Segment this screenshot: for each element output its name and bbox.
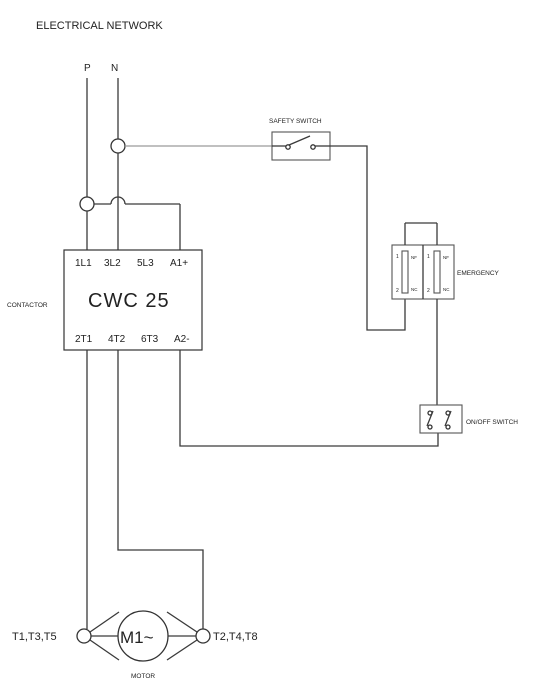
motor-left-terminals: T1,T3,T5 xyxy=(12,631,57,643)
emergency-right-contact xyxy=(433,250,441,294)
safety-contact-left xyxy=(285,144,291,150)
phase-label: P xyxy=(84,63,91,74)
contactor-box xyxy=(63,249,203,351)
terminal-4t2: 4T2 xyxy=(108,334,126,345)
motor-terminal-right xyxy=(195,628,211,644)
terminal-a1: A1+ xyxy=(170,258,188,269)
emergency-left-tag-bottom: NC xyxy=(411,287,418,292)
motor-label: MOTOR xyxy=(131,673,155,680)
contactor-label: CONTACTOR xyxy=(7,302,48,309)
onoff-contact-4 xyxy=(445,424,451,430)
safety-switch-blade xyxy=(288,135,311,146)
a2-to-onoff-wire xyxy=(179,350,439,447)
emergency-left-num-bottom: 2 xyxy=(396,288,399,294)
onoff-blade-right xyxy=(444,410,452,427)
motor-winding-ur xyxy=(166,611,198,633)
motor-right-terminals: T2,T4,T8 xyxy=(213,631,258,643)
terminal-5l3: 5L3 xyxy=(137,258,154,269)
emergency-left-tag-top: NF xyxy=(411,255,417,260)
emergency-right-tag-top: NF xyxy=(443,255,449,260)
diagram-title: ELECTRICAL NETWORK xyxy=(36,20,163,32)
emergency-label: EMERGENCY xyxy=(457,270,500,277)
terminal-a2: A2- xyxy=(174,334,190,345)
onoff-contact-2 xyxy=(427,424,433,430)
emergency-right-tag-bottom: NC xyxy=(443,287,450,292)
motor-terminal-left xyxy=(76,628,92,644)
emergency-left-contact xyxy=(401,250,409,294)
onoff-switch-box xyxy=(419,404,463,434)
onoff-switch-label: ON/OFF SWITCH xyxy=(466,419,518,426)
neutral-junction-terminal xyxy=(110,138,126,154)
safety-switch-label: SAFETY SWITCH xyxy=(269,118,322,125)
4t2-to-motor-wire xyxy=(117,350,204,629)
neutral-label: N xyxy=(111,63,118,74)
terminal-6t3: 6T3 xyxy=(141,334,159,345)
motor-winding-ll xyxy=(89,639,120,661)
safety-to-emergency-wire xyxy=(330,145,406,331)
motor-symbol: M1~ xyxy=(120,628,154,647)
motor-winding-lr xyxy=(166,639,198,661)
onoff-blade-left xyxy=(426,410,434,427)
terminal-2t1: 2T1 xyxy=(75,334,93,345)
motor-winding-ul xyxy=(89,611,120,633)
emergency-right-num-bottom: 2 xyxy=(427,288,430,294)
emergency-left-num-top: 1 xyxy=(396,254,399,260)
safety-contact-right xyxy=(310,144,316,150)
emergency-right-num-top: 1 xyxy=(427,254,430,260)
contactor-model: CWC 25 xyxy=(88,290,170,312)
terminal-3l2: 3L2 xyxy=(104,258,121,269)
terminal-1l1: 1L1 xyxy=(75,258,92,269)
phase-junction-terminal xyxy=(79,196,95,212)
